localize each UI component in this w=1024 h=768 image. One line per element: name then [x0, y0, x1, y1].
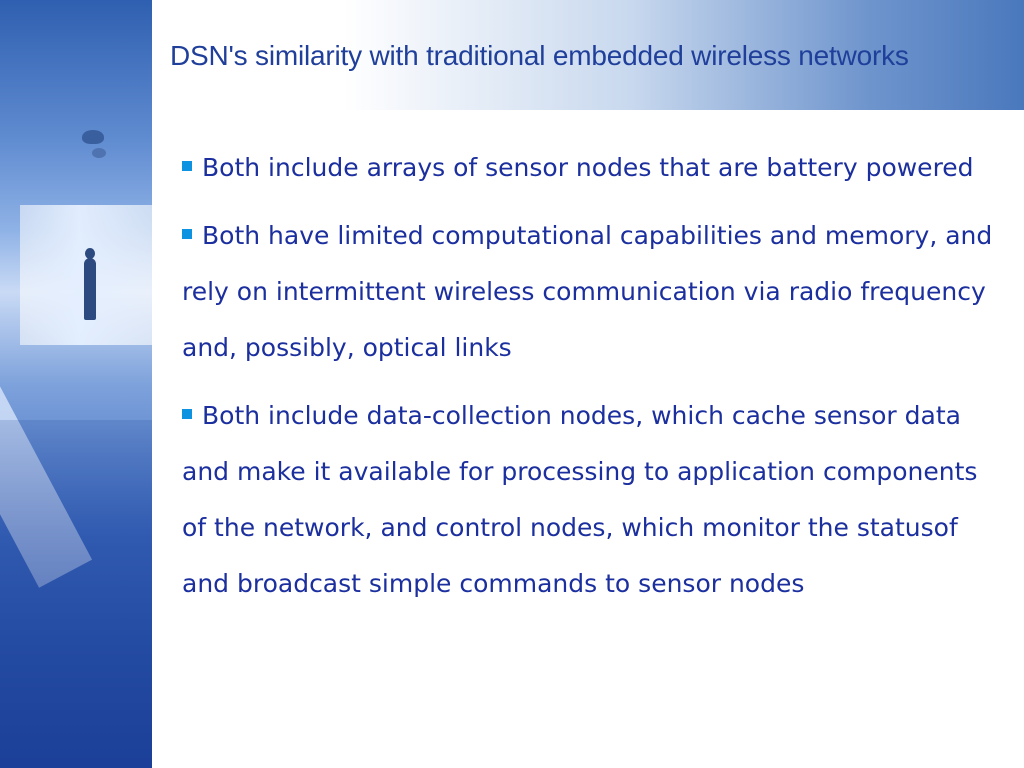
- bullet-text: Both have limited computational capabili…: [182, 221, 993, 362]
- square-bullet-icon: [182, 161, 192, 171]
- bullet-item: Both include arrays of sensor nodes that…: [182, 140, 1002, 196]
- ceiling-lamp-small-icon: [92, 148, 106, 158]
- square-bullet-icon: [182, 229, 192, 239]
- ceiling-lamp-icon: [82, 130, 104, 144]
- person-silhouette: [84, 258, 96, 320]
- square-bullet-icon: [182, 409, 192, 419]
- floor-shadow: [0, 420, 152, 768]
- side-photo-decoration: [0, 0, 152, 768]
- bullet-list: Both include arrays of sensor nodes that…: [182, 140, 1002, 624]
- bullet-item: Both have limited computational capabili…: [182, 208, 1002, 376]
- slide-title: DSN's similarity with traditional embedd…: [170, 40, 909, 71]
- bullet-text: Both include data-collection nodes, whic…: [182, 401, 978, 598]
- title-bar: [152, 0, 1024, 110]
- person-head-silhouette: [85, 248, 95, 259]
- bullet-text: Both include arrays of sensor nodes that…: [202, 153, 974, 182]
- bullet-item: Both include data-collection nodes, whic…: [182, 388, 1002, 612]
